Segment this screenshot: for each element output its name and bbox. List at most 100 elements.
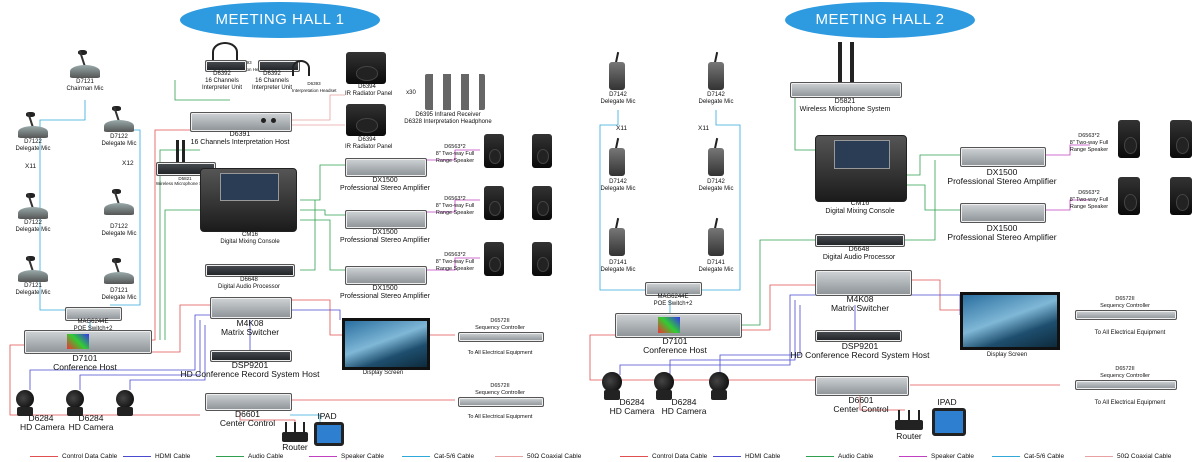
legend-item: Control Data Cable	[620, 453, 707, 460]
hd-camera	[112, 390, 138, 416]
audio-processor	[815, 234, 905, 247]
legend-swatch	[495, 455, 523, 457]
multiplier-label: X11	[698, 125, 710, 132]
mixing-console	[200, 168, 297, 232]
multiplier-label: X11	[25, 163, 37, 170]
legend-swatch	[1085, 455, 1113, 457]
sequence-controller	[1075, 380, 1177, 390]
delegate-mic	[703, 137, 729, 176]
legend-label: Speaker Cable	[341, 453, 384, 460]
display-screen	[342, 318, 430, 370]
ipad-icon	[932, 408, 966, 436]
hall-2-title: MEETING HALL 2	[785, 2, 975, 38]
delegate-mic	[703, 51, 729, 90]
legend-swatch	[620, 455, 648, 457]
speaker	[532, 242, 552, 276]
sequence-controller-target: To All Electrical Equipment	[1094, 330, 1166, 336]
multiplier-label: X12	[122, 160, 134, 167]
conference-host	[615, 313, 742, 338]
legend-item: Speaker Cable	[899, 453, 974, 460]
legend-swatch	[992, 455, 1020, 457]
router-icon	[895, 410, 923, 430]
legend-item: Cat-5/6 Cable	[992, 453, 1064, 460]
delegate-mic	[703, 217, 729, 256]
mixing-console	[815, 135, 907, 202]
stereo-amplifier	[345, 158, 427, 177]
legend-label: 50Ω Coaxial Cable	[527, 453, 582, 460]
interpreter-unit	[205, 60, 247, 72]
router-label: Router	[896, 431, 922, 441]
router-icon	[282, 422, 308, 442]
speaker	[1118, 177, 1140, 215]
hd-camera	[12, 390, 38, 416]
microphone-icon	[176, 140, 188, 162]
delegate-mic	[18, 256, 48, 282]
delegate-mic	[18, 193, 48, 219]
delegate-mic	[104, 189, 134, 215]
hall-1-title: MEETING HALL 1	[180, 2, 380, 38]
sequence-controller-target: To All Electrical Equipment	[467, 414, 533, 420]
legend-item: 50Ω Coaxial Cable	[495, 453, 581, 460]
legend-label: Cat-5/6 Cable	[1024, 453, 1065, 460]
speaker	[484, 242, 504, 276]
display-screen-label: Display Screen	[362, 370, 404, 376]
ipad-label: IPAD	[937, 397, 957, 407]
hd-camera	[62, 390, 88, 416]
headset-icon	[212, 42, 238, 62]
legend-swatch	[30, 455, 58, 457]
hd-camera	[705, 372, 733, 400]
display-screen	[960, 292, 1060, 350]
legend-label: Control Data Cable	[652, 453, 708, 460]
router-label: Router	[282, 442, 308, 452]
multiplier-label: X11	[616, 125, 628, 132]
delegate-mic	[604, 217, 630, 256]
delegate-mic	[604, 137, 630, 176]
microphone-icon	[830, 42, 862, 82]
sequence-controller	[1075, 310, 1177, 320]
legend-swatch	[123, 455, 151, 457]
legend-item: Audio Cable	[216, 453, 283, 460]
speaker	[1170, 120, 1192, 158]
legend-label: HDMI Cable	[745, 453, 781, 460]
ir-radiator-panel	[346, 52, 386, 84]
sequence-controller	[458, 397, 544, 407]
poe-switch	[645, 282, 702, 296]
matrix-switcher	[815, 270, 912, 296]
speaker	[532, 134, 552, 168]
audio-processor	[205, 264, 295, 277]
stereo-amplifier	[960, 203, 1046, 223]
conference-host	[24, 330, 152, 354]
ipad-label: IPAD	[317, 411, 337, 421]
delegate-mic	[18, 112, 48, 138]
